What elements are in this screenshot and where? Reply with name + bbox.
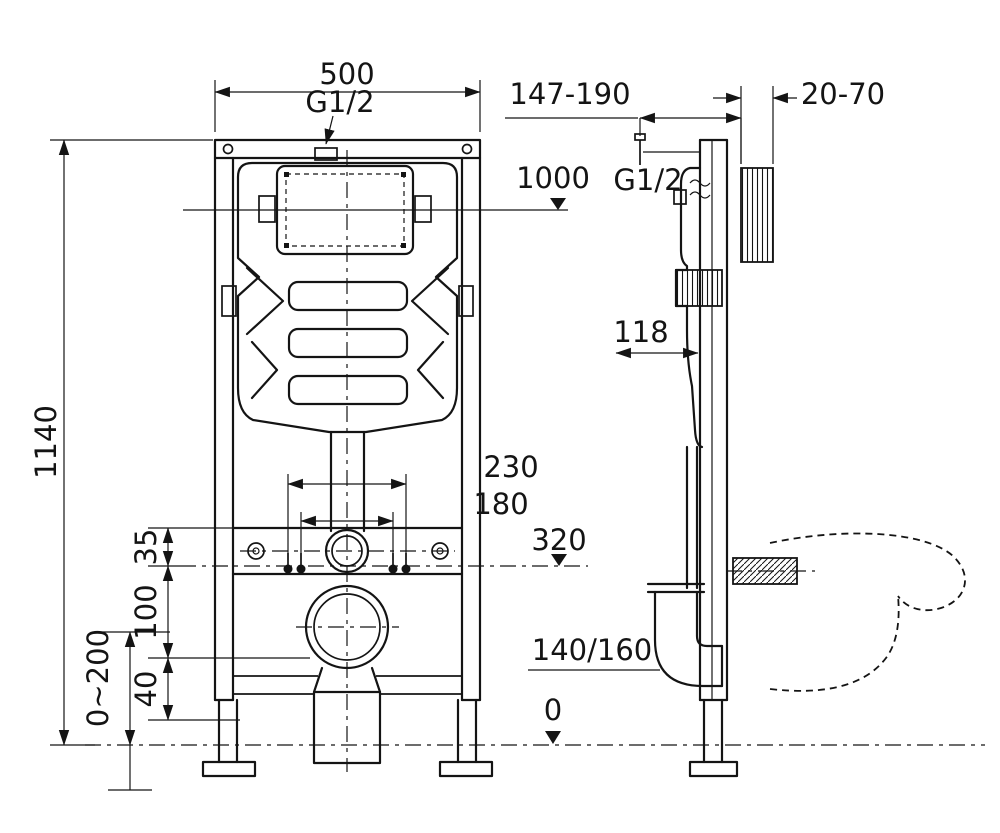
dimension-lines: [50, 80, 797, 791]
dim-offset-35: 35: [129, 529, 163, 566]
dim-actuator-range: 147-190: [509, 77, 630, 111]
front-view-frame: [201, 138, 494, 778]
dimension-labels: 500 G1/2 1140 1000 G1/2 147-190 20-70 11…: [29, 57, 885, 727]
toilet-bowl-outline: [769, 532, 966, 692]
dim-datum-1000: 1000: [516, 161, 590, 195]
dim-bolt-spacing-inner: 180: [473, 487, 528, 521]
dim-datum-320: 320: [531, 523, 586, 557]
wall-bracket-plate: [740, 167, 774, 263]
side-view-pipes: [646, 445, 815, 688]
side-view-frame: [688, 138, 774, 778]
flush-valve-cartridge: [675, 269, 723, 307]
dim-datum-floor: 0: [544, 693, 562, 727]
front-view-cistern: [221, 147, 474, 434]
dim-leg-adjust-range: 0~200: [81, 629, 115, 727]
side-view-cistern: [634, 133, 723, 449]
water-inlet-fitting: [314, 147, 338, 161]
dim-offset-100: 100: [129, 584, 163, 639]
dim-outlet-pipe: 140/160: [532, 633, 652, 667]
dim-inlet-thread-front: G1/2: [305, 85, 374, 119]
dim-bolt-spacing-outer: 230: [483, 450, 538, 484]
dim-inlet-thread-side: G1/2: [613, 163, 682, 197]
dim-depth: 118: [613, 315, 668, 349]
dim-total-height: 1140: [29, 405, 63, 479]
side-inlet-fitting: [673, 189, 687, 205]
dim-wall-distance: 20-70: [801, 77, 885, 111]
front-view-centerlines: [180, 150, 588, 772]
dim-offset-40: 40: [129, 671, 163, 708]
dim-front-width: 500: [319, 57, 374, 91]
